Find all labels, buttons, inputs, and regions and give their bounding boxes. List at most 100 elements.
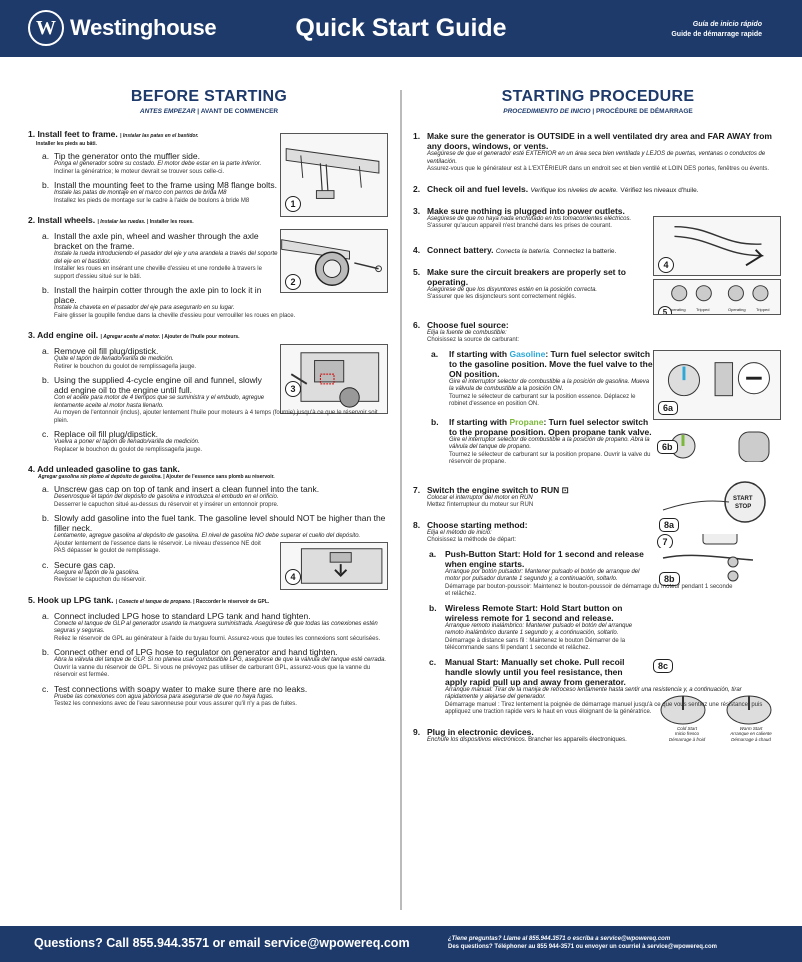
step-2a: a. Install the axle pin, wheel and washe… bbox=[28, 231, 278, 281]
badge-6b: 6b bbox=[657, 439, 678, 454]
rstep-5-title: Make sure the circuit breakers are prope… bbox=[427, 266, 626, 287]
step-2-title: 2. Install wheels. bbox=[28, 215, 96, 225]
step-1a-text: Tip the generator onto the muffler side. bbox=[54, 151, 201, 161]
rstep-1-title: Make sure the generator is OUTSIDE in a … bbox=[427, 131, 772, 151]
rstep-5: 5. Make sure the circuit breakers are pr… bbox=[413, 266, 783, 315]
rstep-7-heading: Switch the engine switch to RUN ⊡ bbox=[427, 485, 783, 495]
footer-fr[interactable]: Des questions? Téléphoner au 855 944-357… bbox=[448, 944, 717, 950]
badge-8c: 8c bbox=[653, 658, 674, 673]
warm-fr: Démarrage à chaud bbox=[731, 736, 771, 742]
step-4a-label: a. bbox=[42, 484, 50, 494]
footer: Questions? Call 855.944.3571 or email se… bbox=[0, 926, 802, 962]
rstep-6b-post: : Turn fuel selector switch to the propa… bbox=[449, 416, 652, 437]
step-3b-label: b. bbox=[42, 375, 50, 385]
rstep-4: 4. Connect battery. Conecta la batería. … bbox=[413, 245, 783, 257]
breaker-caption-2: Tripped bbox=[696, 306, 710, 312]
rstep-4-fr: Connectez la batterie. bbox=[553, 247, 617, 255]
step-1-fr: Installer les pieds au bâti. bbox=[36, 141, 97, 147]
rstep-6b-fr: Tournez le sélecteur de carburant sur la… bbox=[449, 451, 651, 466]
footer-contact[interactable]: Questions? Call 855.944.3571 or email se… bbox=[34, 936, 410, 950]
choke-cold-warm-icon bbox=[660, 695, 772, 724]
footer-es[interactable]: ¿Tiene preguntas? Llame al 855.944.3571 … bbox=[448, 936, 671, 942]
breaker-caption-1: Operating bbox=[668, 306, 686, 312]
step-5-title: 5. Hook up LPG tank. bbox=[28, 594, 114, 605]
rstep-6a-pre: If starting with bbox=[449, 348, 510, 359]
step-2b-text: Install the hairpin cotter through the a… bbox=[54, 285, 262, 305]
fuel-propane-label: Propane bbox=[509, 416, 544, 427]
step-3a-text: Remove oil fill plug/dipstick. bbox=[54, 346, 159, 356]
rstep-8b-text: Wireless Remote Start: Hold Start button… bbox=[445, 602, 623, 623]
step-1a: a. Tip the generator onto the muffler si… bbox=[28, 151, 278, 176]
step-3b: b. Using the supplied 4-cycle engine oil… bbox=[28, 375, 378, 425]
fuel-gasoline-label: Gasoline bbox=[509, 348, 546, 359]
figure-8b: 8b bbox=[653, 547, 781, 594]
rstep-8-es: Elija el método de inicio: bbox=[427, 529, 492, 536]
rstep-6a-label: a. bbox=[431, 348, 439, 359]
rstep-8b-fr: Démarrage à distance sans fil : Maintene… bbox=[445, 637, 626, 652]
step-2-heading: 2. Install wheels. | Instalar las ruedas… bbox=[28, 215, 390, 227]
rstep-6-num: 6. bbox=[413, 319, 421, 330]
step-4b: b. Slowly add gasoline into the fuel tan… bbox=[28, 513, 390, 556]
step-4b-text: Slowly add gasoline into the fuel tank. … bbox=[54, 513, 386, 533]
step-3a-es: Quite el tapón de llenado/varilla de med… bbox=[54, 356, 174, 362]
step-4-es: Agregar gasolina sin plomo al depósito d… bbox=[38, 474, 162, 480]
column-divider bbox=[400, 90, 402, 910]
rstep-8a-fr: Démarrage par bouton-poussoir: Maintenez… bbox=[445, 583, 733, 598]
figure-8a: START STOP 8a bbox=[653, 479, 781, 534]
step-3b-es: Con el aceite para motor de 4 tiempos qu… bbox=[54, 395, 265, 409]
rstep-6a-text: If starting with Gasoline: Turn fuel sel… bbox=[449, 349, 653, 379]
rstep-8-title: Choose starting method: bbox=[427, 519, 528, 530]
step-5a-es: Conecte el tanque de GLP al generador us… bbox=[54, 620, 378, 635]
step-2-tr: | Instalar las ruedas. | Installer les r… bbox=[97, 219, 194, 225]
step-5b-label: b. bbox=[42, 647, 50, 657]
step-4c-fr: Revisser le capuchon du réservoir. bbox=[54, 577, 147, 583]
step-3-fr: Ajouter de l'huile pour moteurs. bbox=[164, 334, 240, 340]
step-1-tr: | Instalar las patas en el bastidor. bbox=[120, 133, 199, 139]
rstep-5-num: 5. bbox=[413, 266, 421, 277]
rstep-1: 1. Make sure the generator is OUTSIDE in… bbox=[413, 131, 783, 174]
badge-8a: 8a bbox=[659, 517, 680, 532]
step-3-es: Agregar aceite al motor. bbox=[103, 334, 161, 340]
step-4-tr: Agregar gasolina sin plomo al depósito d… bbox=[38, 474, 275, 480]
feet-diagram-icon bbox=[285, 148, 380, 199]
rstep-8c-fr: Démarrage manuel : Tirez lentement la po… bbox=[445, 701, 763, 716]
rstep-6b-es: Gire el interruptor selector de combusti… bbox=[449, 436, 650, 451]
rstep-2-fr: Vérifiez les niveaux d'huile. bbox=[620, 186, 699, 194]
step-2b-fr: Faire glisser la goupille fendue dans la… bbox=[54, 312, 296, 319]
figure-r5: Operating Tripped Operating Tripped 5 bbox=[653, 278, 781, 315]
step-1b-fr: Installez les pieds de montage sur le ca… bbox=[54, 197, 250, 204]
engine-run-icon: ⊡ bbox=[561, 484, 569, 495]
step-3c-fr: Replacer le bouchon du goulot de remplis… bbox=[54, 446, 203, 453]
stop-label: STOP bbox=[735, 503, 752, 510]
step-3-heading: 3. Add engine oil. | Agregar aceite al m… bbox=[28, 330, 390, 342]
badge-r4: 4 bbox=[658, 256, 674, 273]
rstep-6a-post: : Turn fuel selector switch to the gasol… bbox=[449, 348, 653, 379]
figure-1: 1 bbox=[280, 133, 388, 217]
rstep-7-title: Switch the engine switch to RUN bbox=[427, 484, 560, 495]
step-hook-up-lpg: 5. Hook up LPG tank. | Conecte el tanque… bbox=[28, 595, 390, 709]
wheel-diagram-icon bbox=[281, 239, 382, 286]
step-install-wheels: 2 2. Install wheels. | Instalar las rued… bbox=[28, 215, 390, 320]
badge-6a: 6a bbox=[658, 400, 679, 415]
step-4a: a. Unscrew gas cap on top of tank and in… bbox=[28, 484, 390, 509]
rstep-6b-text: If starting with Propane: Turn fuel sele… bbox=[449, 417, 653, 437]
step-3c-text: Replace oil fill plug/dipstick. bbox=[54, 429, 158, 439]
step-2a-fr: Installer les roues en insérant une chev… bbox=[54, 266, 262, 280]
breaker-caption-4: Tripped bbox=[756, 306, 770, 312]
step-5c-fr: Testez les connexions avec de l'eau savo… bbox=[54, 701, 297, 707]
rstep-6a-es: Gire el interruptor selector de combusti… bbox=[449, 378, 650, 393]
page-title: Quick Start Guide bbox=[295, 14, 507, 42]
figure-4: 4 bbox=[280, 541, 388, 590]
rstep-6: 6. Choose fuel source: Elija la fuente d… bbox=[413, 320, 783, 467]
rstep-8c: 8c c. Manual Start: Manually set choke. … bbox=[413, 657, 773, 717]
rstep-5-fr: S'assurer que les disjoncteurs sont corr… bbox=[427, 294, 577, 300]
rstep-8: 8. Choose starting method: Elija el méto… bbox=[413, 479, 783, 750]
step-5c-text: Test connections with soapy water to mak… bbox=[54, 683, 308, 694]
step-5b-es: Abra la válvula del tanque de GLP. Si no… bbox=[54, 657, 387, 663]
rstep-9-num: 9. bbox=[413, 726, 421, 737]
step-2-fr: Installer les roues. bbox=[149, 219, 194, 225]
badge-8b: 8b bbox=[659, 571, 680, 586]
step-3-title: 3. Add engine oil. bbox=[28, 330, 99, 340]
step-5-tr: | Conecte el tanque de propano. | Raccor… bbox=[115, 598, 270, 605]
